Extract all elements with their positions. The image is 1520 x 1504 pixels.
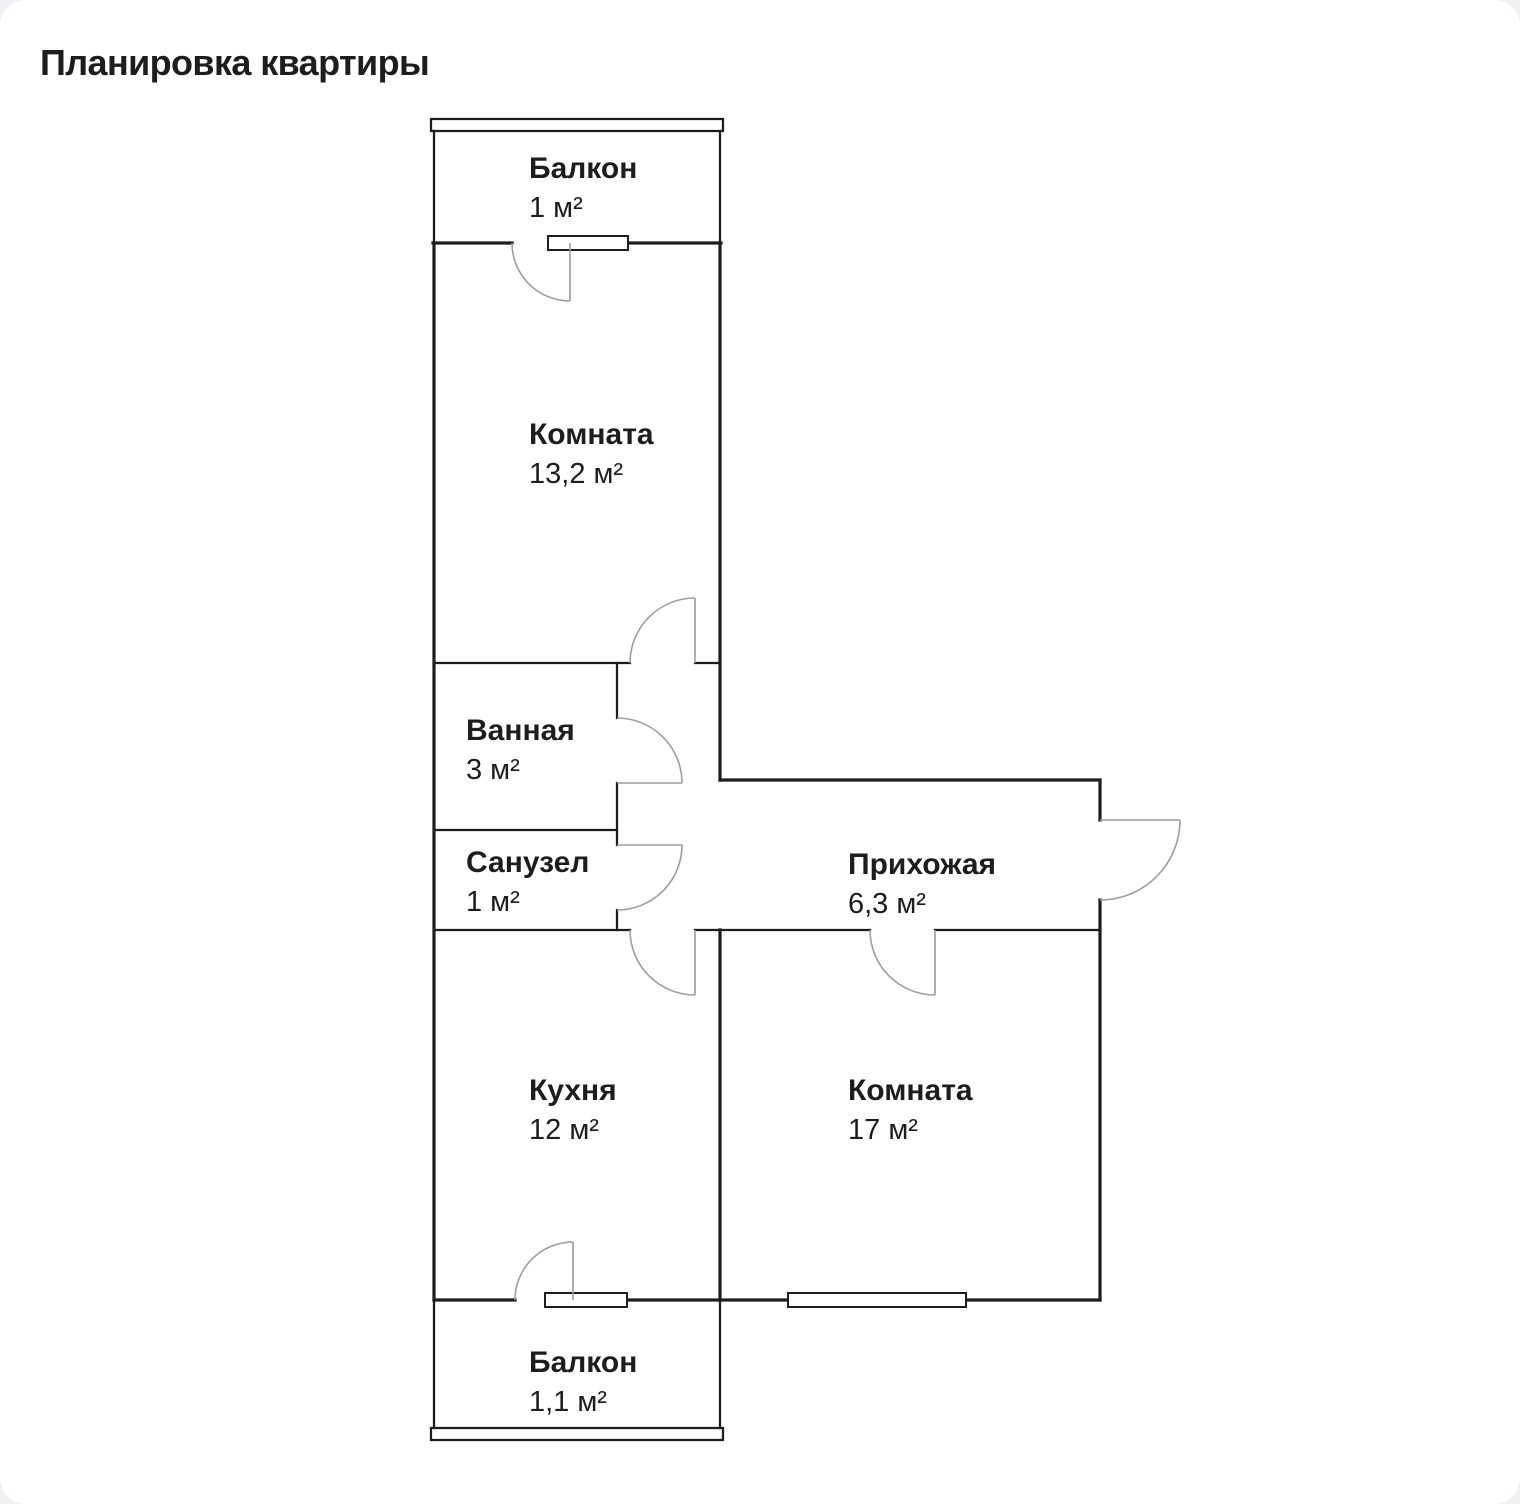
room-name: Комната (529, 418, 654, 451)
room-label-balcony-bottom: Балкон 1,1 м² (529, 1344, 637, 1420)
room-label-kitchen: Кухня 12 м² (529, 1072, 617, 1148)
room-name: Кухня (529, 1074, 617, 1107)
room-small-door-arc (629, 597, 696, 664)
room-name: Прихожая (848, 848, 997, 881)
room-name: Балкон (529, 1346, 638, 1379)
room-name: Балкон (529, 152, 638, 185)
balcony-bottom-window-sill (544, 1292, 628, 1308)
room-large-window (787, 1292, 967, 1308)
room-name: Ванная (466, 714, 575, 747)
room-name: Санузел (466, 846, 590, 879)
room-label-room-small: Комната 13,2 м² (529, 416, 654, 492)
room-area: 1 м² (466, 886, 520, 918)
room-area: 3 м² (466, 754, 520, 786)
room-area: 1,1 м² (529, 1386, 607, 1418)
room-area: 6,3 м² (848, 888, 926, 920)
balcony-top-door-arc (511, 242, 571, 302)
page-title: Планировка квартиры (40, 42, 430, 83)
room-label-bathroom: Ванная 3 м² (466, 712, 575, 788)
room-area: 13,2 м² (529, 458, 624, 490)
room-label-hallway: Прихожая 6,3 м² (848, 846, 996, 922)
room-large-door-arc (869, 929, 936, 996)
walls (429, 117, 1102, 1442)
balcony-bottom-door-arc (514, 1241, 574, 1301)
toilet-door-arc (616, 844, 683, 911)
entrance-door-arc (1099, 819, 1181, 901)
room-area: 1 м² (529, 192, 583, 224)
room-name: Комната (848, 1074, 973, 1107)
room-label-room-large: Комната 17 м² (848, 1072, 973, 1148)
windows (544, 235, 967, 1308)
room-area: 17 м² (848, 1114, 918, 1146)
doors (511, 242, 1181, 1301)
room-label-toilet: Санузел 1 м² (466, 844, 589, 920)
bathroom-door-arc (616, 717, 683, 784)
room-area: 12 м² (529, 1114, 599, 1146)
room-label-balcony-top: Балкон 1 м² (529, 150, 637, 226)
kitchen-door-arc (629, 929, 696, 996)
balcony-top-window-sill (547, 235, 629, 251)
